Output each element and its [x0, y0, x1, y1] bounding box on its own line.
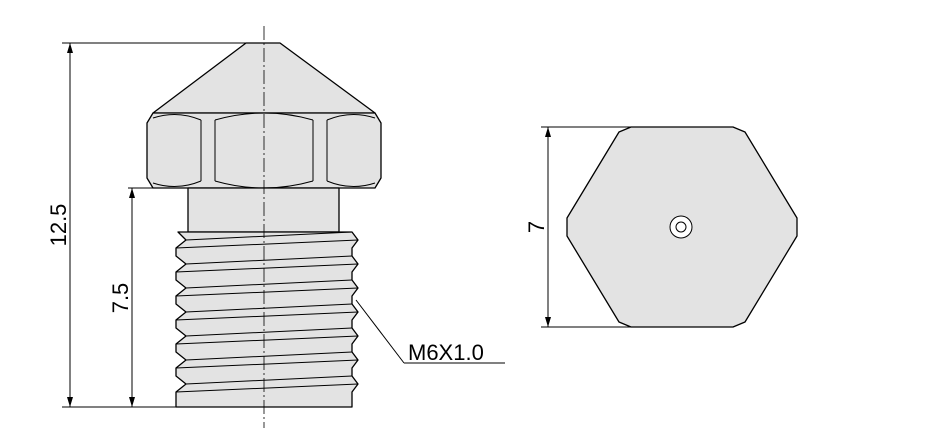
- dimension-hex-width: 7: [524, 126, 631, 328]
- dimension-thread-length: 7.5: [108, 187, 188, 407]
- hex-width-label: 7: [524, 221, 549, 233]
- thread-callout: M6X1.0: [355, 299, 505, 365]
- overall-length-label: 12.5: [46, 204, 71, 247]
- dimension-overall-length: 12.5: [46, 42, 262, 408]
- thread-length-label: 7.5: [108, 283, 133, 314]
- nozzle-side-view: [146, 26, 382, 428]
- nozzle-end-view: [566, 126, 798, 328]
- thread-callout-label: M6X1.0: [408, 340, 484, 365]
- orifice-outer-circle: [669, 215, 693, 239]
- nozzle-thread: [175, 231, 359, 408]
- nozzle-neck: [187, 187, 340, 233]
- nozzle-hex-body: [146, 112, 382, 189]
- orifice-inner-circle: [675, 221, 687, 233]
